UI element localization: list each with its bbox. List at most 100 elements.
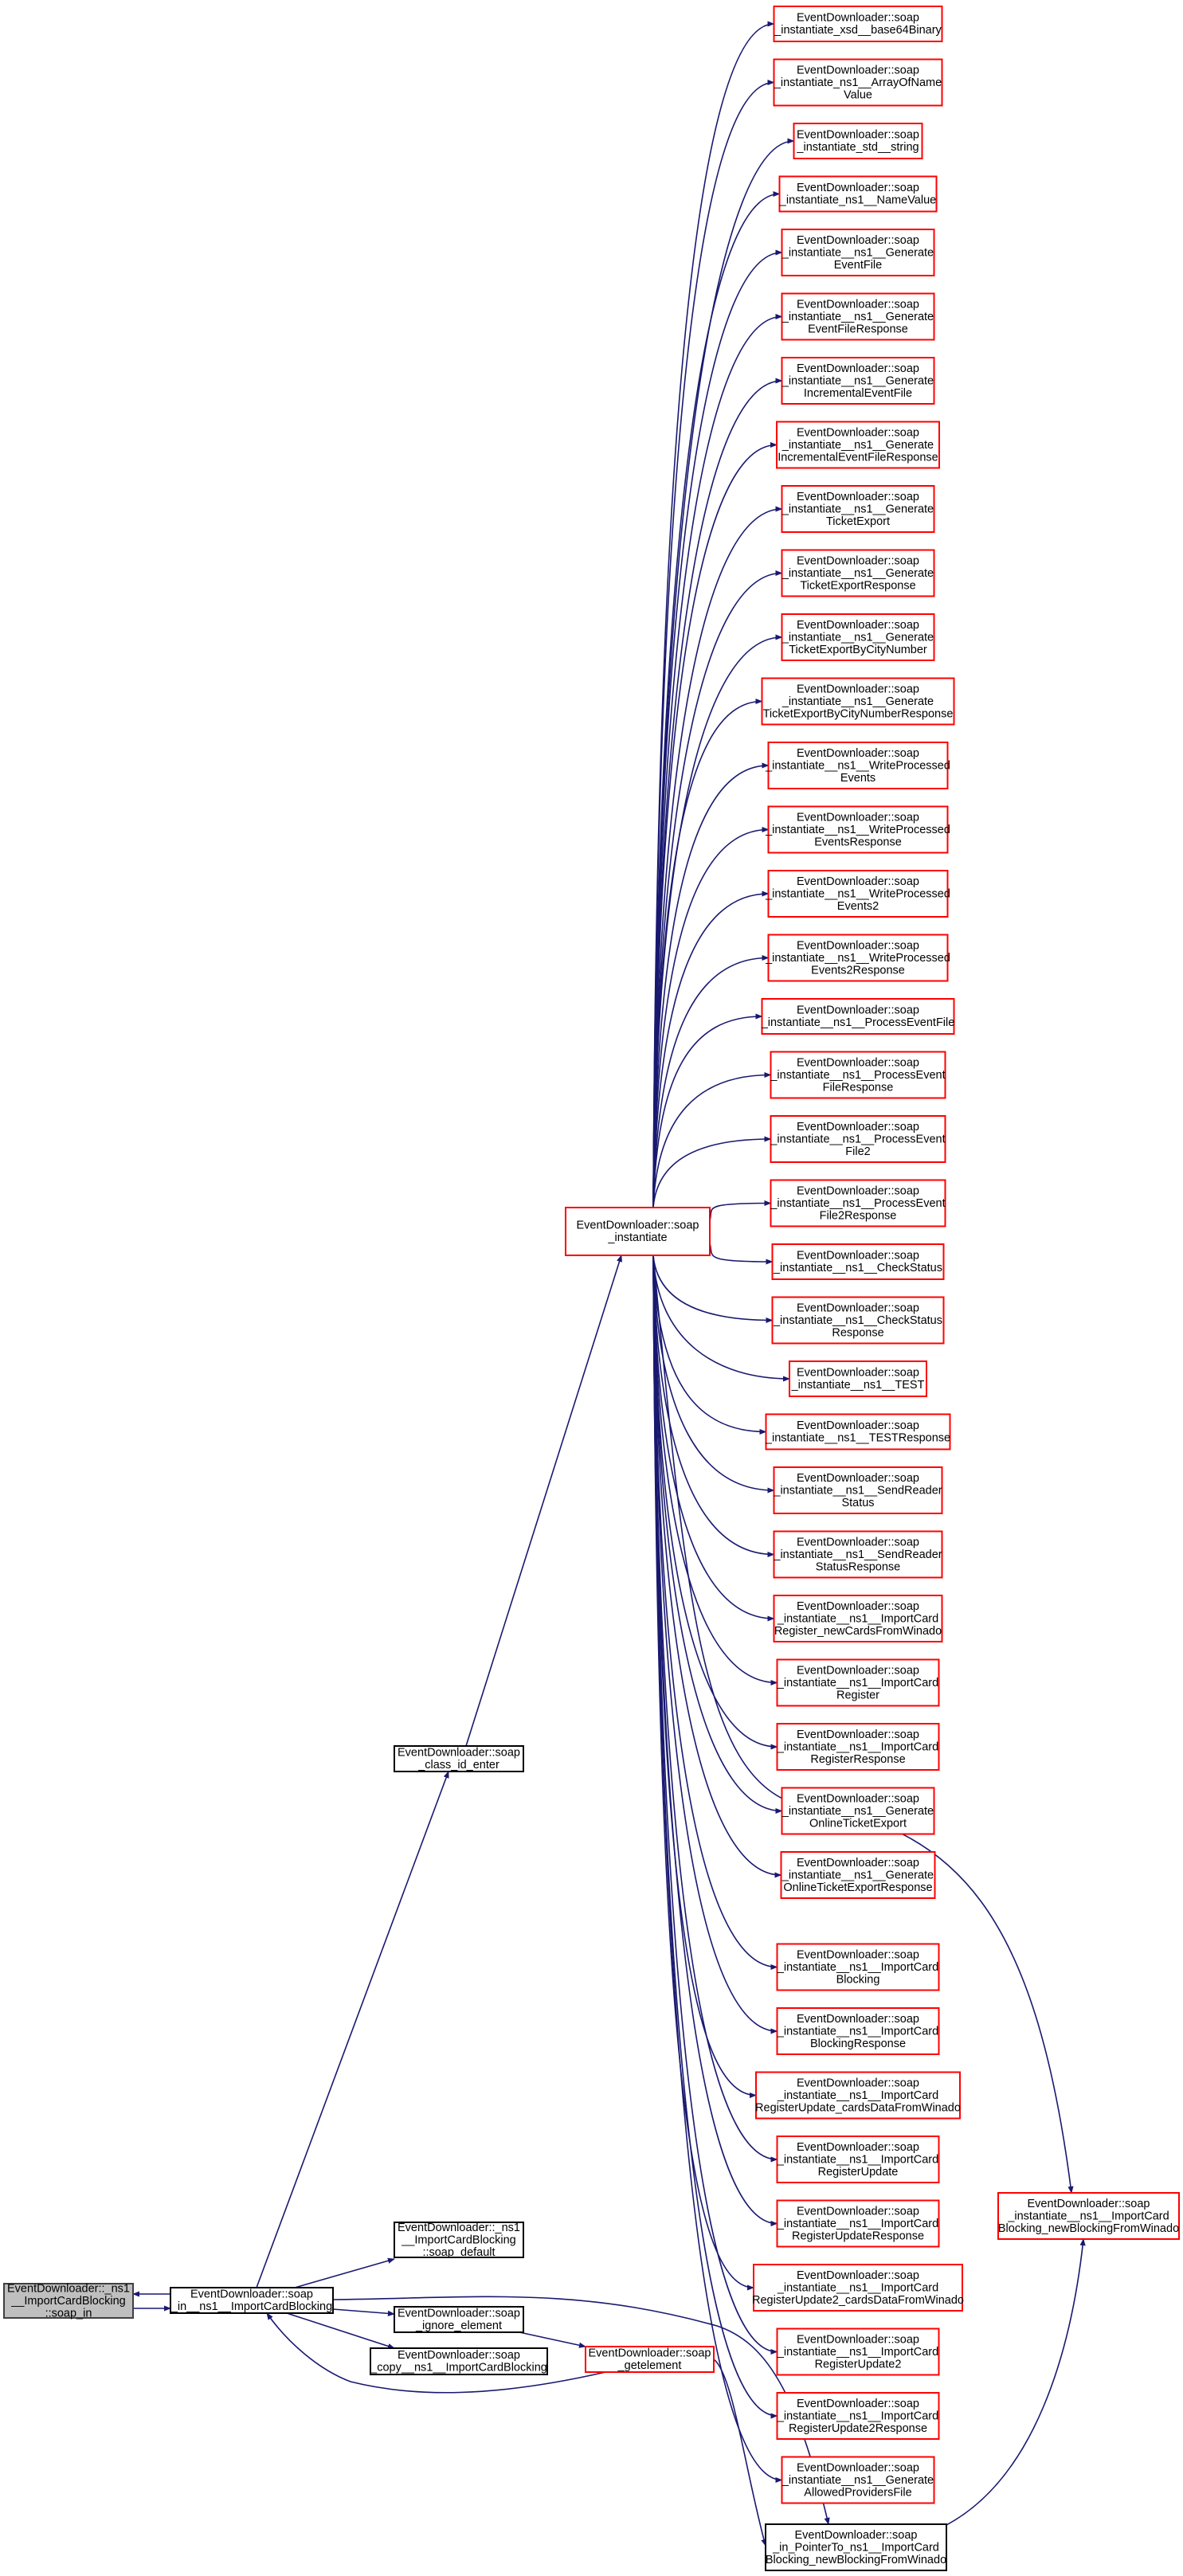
- graph-node-r28[interactable]: EventDownloader::soap_instantiate__ns1__…: [776, 1658, 940, 1707]
- node-box[interactable]: [773, 1595, 943, 1642]
- node-box[interactable]: [789, 1360, 927, 1397]
- node-box[interactable]: [767, 805, 949, 854]
- node-box[interactable]: [767, 870, 949, 918]
- graph-node-r29[interactable]: EventDownloader::soap_instantiate__ns1__…: [776, 1723, 940, 1771]
- graph-node-r26[interactable]: EventDownloader::soap_instantiate__ns1__…: [773, 1530, 943, 1579]
- graph-node-r6[interactable]: EventDownloader::soap_instantiate__ns1__…: [781, 292, 935, 341]
- graph-node-r7[interactable]: EventDownloader::soap_instantiate__ns1__…: [781, 357, 935, 405]
- graph-node-r13[interactable]: EventDownloader::soap_instantiate__ns1__…: [765, 742, 950, 789]
- node-box[interactable]: [781, 613, 935, 661]
- graph-node-r5[interactable]: EventDownloader::soap_instantiate__ns1__…: [781, 229, 935, 276]
- graph-node-class-id-enter[interactable]: EventDownloader::soap_class_id_enter: [394, 1745, 524, 1772]
- graph-node-r27[interactable]: EventDownloader::soap_instantiate__ns1__…: [773, 1595, 943, 1642]
- node-box[interactable]: [370, 2347, 548, 2375]
- graph-node-pointer-to[interactable]: EventDownloader::soap_in_PointerTo_ns1__…: [765, 2523, 947, 2571]
- graph-node-r1[interactable]: EventDownloader::soap_instantiate_xsd__b…: [773, 6, 943, 42]
- graph-node-r30[interactable]: EventDownloader::soap_instantiate__ns1__…: [781, 1787, 935, 1835]
- graph-node-r4[interactable]: EventDownloader::soap_instantiate_ns1__N…: [778, 175, 938, 213]
- graph-node-inst-newblocking[interactable]: EventDownloader::soap_instantiate__ns1__…: [997, 2192, 1180, 2240]
- graph-node-instantiate[interactable]: EventDownloader::soap_instantiate: [565, 1207, 711, 1256]
- graph-node-r37[interactable]: EventDownloader::soap_instantiate__ns1__…: [752, 2264, 964, 2312]
- node-box[interactable]: [770, 1179, 946, 1227]
- node-box[interactable]: [755, 2071, 961, 2120]
- graph-node-r19[interactable]: EventDownloader::soap_instantiate__ns1__…: [770, 1115, 946, 1163]
- node-box[interactable]: [770, 1051, 946, 1099]
- node-box[interactable]: [767, 742, 949, 789]
- graph-node-r34[interactable]: EventDownloader::soap_instantiate__ns1__…: [755, 2071, 961, 2120]
- node-box[interactable]: [394, 1745, 524, 1772]
- node-box[interactable]: [776, 2327, 940, 2376]
- node-box[interactable]: [781, 229, 935, 276]
- node-box[interactable]: [781, 357, 935, 405]
- node-box[interactable]: [776, 2136, 940, 2183]
- node-box[interactable]: [776, 1723, 940, 1771]
- graph-node-copy[interactable]: EventDownloader::soap_copy__ns1__ImportC…: [370, 2347, 548, 2375]
- graph-node-r38[interactable]: EventDownloader::soap_instantiate__ns1__…: [776, 2327, 940, 2376]
- graph-node-r3[interactable]: EventDownloader::soap_instantiate_std__s…: [793, 123, 923, 159]
- graph-node-r2[interactable]: EventDownloader::soap_instantiate_ns1__A…: [773, 58, 943, 107]
- graph-node-r16[interactable]: EventDownloader::soap_instantiate__ns1__…: [765, 934, 950, 982]
- graph-node-r14[interactable]: EventDownloader::soap_instantiate__ns1__…: [765, 805, 950, 854]
- node-box[interactable]: [781, 485, 935, 533]
- graph-node-r8[interactable]: EventDownloader::soap_instantiate__ns1__…: [776, 421, 940, 469]
- graph-node-r35[interactable]: EventDownloader::soap_instantiate__ns1__…: [776, 2136, 940, 2183]
- node-box[interactable]: [3, 2283, 134, 2319]
- node-box[interactable]: [765, 2523, 947, 2571]
- node-box[interactable]: [773, 6, 943, 42]
- node-box[interactable]: [771, 1296, 945, 1345]
- node-box[interactable]: [771, 1243, 945, 1280]
- node-box[interactable]: [776, 1943, 940, 1991]
- graph-node-r21[interactable]: EventDownloader::soap_instantiate__ns1__…: [771, 1243, 945, 1280]
- graph-node-r20[interactable]: EventDownloader::soap_instantiate__ns1__…: [770, 1179, 946, 1227]
- node-box[interactable]: [753, 2264, 963, 2312]
- graph-node-r18[interactable]: EventDownloader::soap_instantiate__ns1__…: [770, 1051, 946, 1099]
- graph-node-r31[interactable]: EventDownloader::soap_instantiate__ns1__…: [780, 1851, 936, 1899]
- graph-node-r32[interactable]: EventDownloader::soap_instantiate__ns1__…: [776, 1943, 940, 1991]
- node-box[interactable]: [761, 677, 955, 726]
- node-box[interactable]: [394, 2306, 524, 2333]
- node-box[interactable]: [565, 1207, 711, 1256]
- node-box[interactable]: [767, 934, 949, 982]
- graph-node-r39[interactable]: EventDownloader::soap_instantiate__ns1__…: [776, 2392, 940, 2440]
- graph-node-root[interactable]: EventDownloader::_ns1__ImportCardBlockin…: [3, 2282, 134, 2320]
- node-box[interactable]: [585, 2346, 715, 2373]
- node-box[interactable]: [780, 1851, 936, 1899]
- graph-node-r33[interactable]: EventDownloader::soap_instantiate__ns1__…: [776, 2007, 940, 2055]
- graph-node-r23[interactable]: EventDownloader::soap_instantiate__ns1__…: [789, 1360, 927, 1397]
- graph-node-r12[interactable]: EventDownloader::soap_instantiate__ns1__…: [761, 677, 955, 726]
- node-box[interactable]: [170, 2287, 334, 2314]
- node-box[interactable]: [770, 1115, 946, 1163]
- graph-node-soap-in[interactable]: EventDownloader::soap_in__ns1__ImportCar…: [170, 2287, 334, 2314]
- node-box[interactable]: [776, 2007, 940, 2055]
- node-box[interactable]: [773, 58, 943, 107]
- node-box[interactable]: [781, 2456, 935, 2504]
- node-box[interactable]: [781, 1787, 935, 1835]
- graph-node-r36[interactable]: EventDownloader::soap_instantiate__ns1__…: [776, 2199, 940, 2248]
- graph-node-ignore-element[interactable]: EventDownloader::soap_ignore_element: [394, 2306, 524, 2333]
- node-box[interactable]: [773, 1530, 943, 1579]
- node-box[interactable]: [778, 175, 938, 213]
- graph-node-r9[interactable]: EventDownloader::soap_instantiate__ns1__…: [781, 485, 935, 533]
- node-box[interactable]: [776, 1658, 940, 1707]
- graph-node-getelement[interactable]: EventDownloader::soap_getelement: [585, 2346, 715, 2373]
- node-box[interactable]: [773, 1466, 943, 1514]
- graph-node-soap-default[interactable]: EventDownloader::_ns1__ImportCardBlockin…: [394, 2222, 524, 2259]
- node-box[interactable]: [765, 1413, 951, 1450]
- node-box[interactable]: [781, 549, 935, 597]
- node-box[interactable]: [761, 998, 955, 1035]
- graph-node-r40[interactable]: EventDownloader::soap_instantiate__ns1__…: [781, 2456, 935, 2504]
- node-box[interactable]: [793, 123, 923, 159]
- node-box[interactable]: [997, 2192, 1180, 2240]
- node-box[interactable]: [776, 2392, 940, 2440]
- graph-node-r11[interactable]: EventDownloader::soap_instantiate__ns1__…: [781, 613, 935, 661]
- graph-node-r22[interactable]: EventDownloader::soap_instantiate__ns1__…: [771, 1296, 945, 1345]
- graph-node-r15[interactable]: EventDownloader::soap_instantiate__ns1__…: [765, 870, 950, 918]
- node-box[interactable]: [776, 421, 940, 469]
- graph-node-r25[interactable]: EventDownloader::soap_instantiate__ns1__…: [773, 1466, 943, 1514]
- node-box[interactable]: [394, 2222, 524, 2258]
- node-box[interactable]: [776, 2199, 940, 2248]
- node-box[interactable]: [781, 292, 935, 341]
- graph-node-r17[interactable]: EventDownloader::soap_instantiate__ns1__…: [761, 998, 955, 1035]
- graph-node-r10[interactable]: EventDownloader::soap_instantiate__ns1__…: [781, 549, 935, 597]
- graph-node-r24[interactable]: EventDownloader::soap_instantiate__ns1__…: [765, 1413, 951, 1450]
